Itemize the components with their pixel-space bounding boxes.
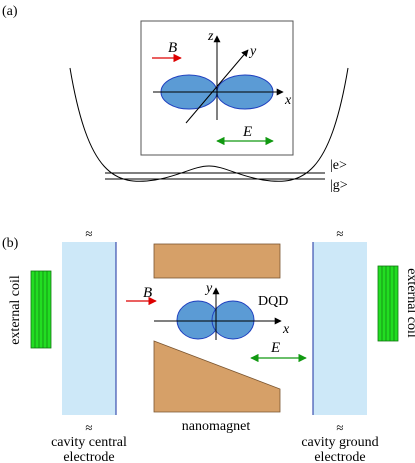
nanomagnet-label: nanomagnet — [182, 419, 251, 434]
panel-a: (a) |e> |g> x z y B E — [2, 4, 349, 193]
y-axis-label: y — [248, 44, 257, 59]
y-axis-arrow — [185, 49, 249, 124]
x-axis-label-b: x — [282, 322, 290, 337]
nanomagnet-top — [153, 243, 281, 279]
break-mark-left-bottom: ≈ — [85, 420, 92, 435]
nanomagnet-bottom — [153, 340, 281, 413]
cavity-central-electrode-label-line1: cavity central — [51, 435, 127, 450]
external-coil-left-label: external coil — [8, 275, 23, 345]
magnetic-field-label: B — [168, 40, 177, 56]
electric-field-label: E — [242, 124, 252, 140]
ground-state-label: |g> — [330, 178, 348, 193]
excited-state-label: |e> — [330, 158, 347, 173]
cavity-ground-electrode-label-line1: cavity ground — [301, 435, 378, 450]
cavity-ground-electrode — [313, 242, 367, 415]
break-mark-left-top: ≈ — [85, 226, 92, 241]
z-axis-label: z — [207, 29, 214, 44]
electric-field-label-b: E — [270, 340, 280, 356]
cavity-ground-electrode-label-line2: electrode — [314, 450, 365, 463]
y-axis-label-b: y — [204, 281, 213, 296]
external-coil-right — [377, 265, 399, 342]
double-well-potential — [69, 67, 349, 182]
break-mark-right-top: ≈ — [336, 226, 343, 241]
external-coil-left — [30, 270, 52, 349]
panel-a-label: (a) — [2, 4, 18, 19]
x-axis-label: x — [284, 93, 292, 108]
dqd-label: DQD — [258, 294, 288, 309]
dqd-lobe-right — [211, 300, 255, 340]
cavity-central-electrode — [62, 242, 116, 415]
panel-b-label: (b) — [2, 236, 19, 251]
external-coil-right-label: external coil — [404, 268, 415, 338]
break-mark-right-bottom: ≈ — [336, 420, 343, 435]
magnetic-field-label-b: B — [143, 285, 152, 301]
panel-b: (b) external coil external coil ≈ ≈ ≈ — [2, 226, 415, 463]
cavity-central-electrode-label-line2: electrode — [63, 450, 114, 463]
